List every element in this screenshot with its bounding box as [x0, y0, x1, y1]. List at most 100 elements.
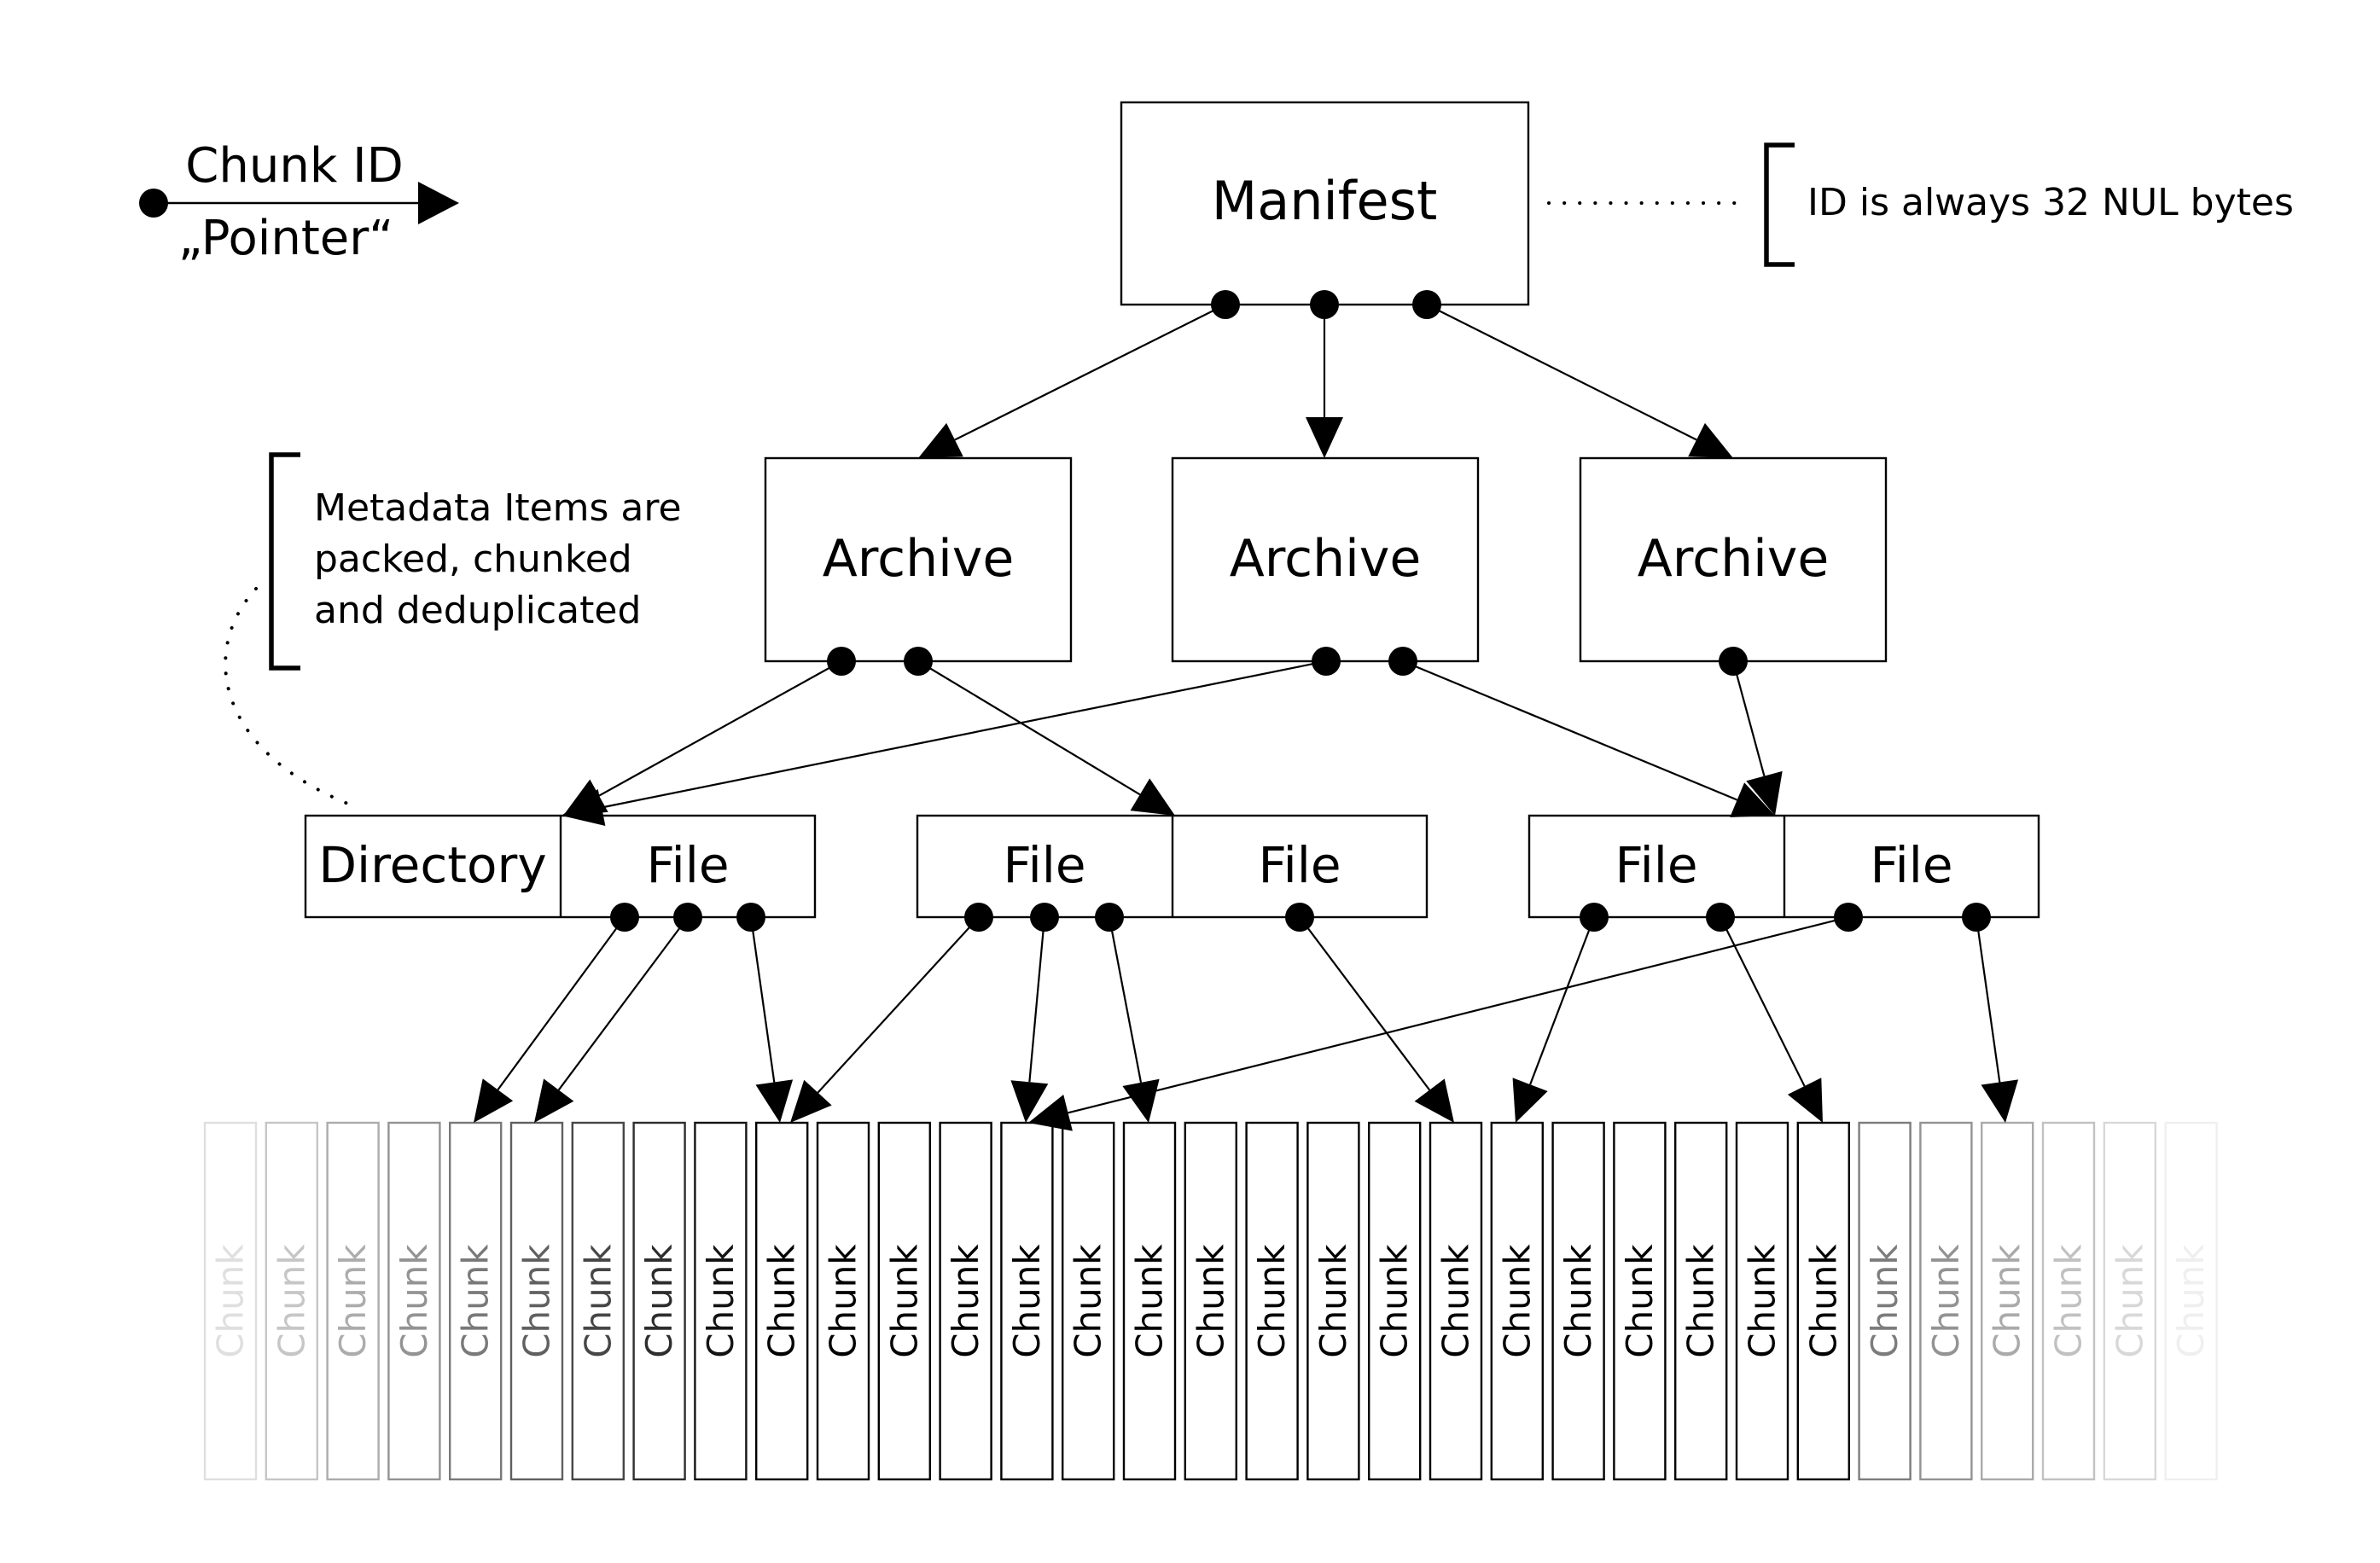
chunk-label: Chunk: [1619, 1244, 1661, 1358]
chunk-label: Chunk: [1374, 1244, 1416, 1358]
chunk-box: [1061, 1121, 1115, 1481]
chunk-label: Chunk: [271, 1244, 312, 1358]
chunk: Chunk: [1735, 1121, 1789, 1481]
chunk: Chunk: [509, 1121, 564, 1481]
manifest-node: Manifest: [1120, 101, 1530, 306]
chunk-label: Chunk: [1129, 1244, 1171, 1358]
chunk: Chunk: [632, 1121, 686, 1481]
arrowhead: [1981, 1079, 2019, 1123]
pointer-source-dot: [904, 647, 933, 676]
chunk-label: Chunk: [1742, 1244, 1784, 1358]
chunk-label: Chunk: [1864, 1244, 1906, 1358]
chunk-box: [1122, 1121, 1177, 1481]
chunk: Chunk: [2041, 1121, 2096, 1481]
chunk: Chunk: [1429, 1121, 1483, 1481]
chunk: Chunk: [1980, 1121, 2034, 1481]
pointer-edge: [1975, 916, 2019, 1123]
chunk-label: Chunk: [516, 1244, 558, 1358]
chunk-box: [2164, 1121, 2218, 1481]
chunk: Chunk: [265, 1121, 318, 1481]
archive-box-2: [1171, 456, 1480, 663]
file-label-5: File: [1870, 836, 1952, 894]
archive-box-3: [1579, 456, 1888, 663]
chunk-label: Chunk: [2109, 1244, 2150, 1358]
pointer-source-dot: [1412, 290, 1441, 319]
chunk: Chunk: [1613, 1121, 1667, 1481]
arrowhead: [1730, 782, 1775, 817]
pointer-edge: [1299, 916, 1454, 1123]
arrowhead: [1414, 1078, 1454, 1123]
chunk-box: [1551, 1121, 1605, 1481]
chunk: Chunk: [1306, 1121, 1360, 1481]
pointer-edge: [1512, 916, 1596, 1123]
chunk-label: Chunk: [1496, 1244, 1538, 1358]
archive-label-3: Archive: [1638, 529, 1830, 589]
pointer-source-dot: [1285, 903, 1314, 932]
arrowhead: [1746, 770, 1783, 816]
chunk-box: [387, 1121, 441, 1481]
pointer-source-dot: [1580, 903, 1609, 932]
arrowhead: [1306, 417, 1343, 458]
arrowhead: [918, 422, 963, 458]
chunk: Chunk: [1551, 1121, 1605, 1481]
chunk: Chunk: [939, 1121, 992, 1481]
chunk-box: [816, 1121, 870, 1481]
chunk-label: Chunk: [638, 1244, 680, 1358]
pointer-edge: [1306, 305, 1343, 458]
file-label-1: File: [646, 836, 729, 894]
chunk-label: Chunk: [1006, 1244, 1048, 1358]
file-label-3: File: [1258, 836, 1341, 894]
chunk: Chunk: [1122, 1121, 1177, 1481]
chunk-box: [571, 1121, 625, 1481]
chunk-box: [1980, 1121, 2034, 1481]
pointer-source-dot: [1095, 903, 1124, 932]
chunk-box: [326, 1121, 380, 1481]
pointer-edge: [1028, 915, 1849, 1131]
arrowhead: [790, 1079, 832, 1123]
pointer-edge: [749, 916, 794, 1123]
pointer-edge: [1108, 916, 1160, 1123]
pointer-edge: [1402, 659, 1775, 817]
arrowhead: [1688, 422, 1733, 458]
chunk-label: Chunk: [332, 1244, 374, 1358]
chunk-box: [203, 1121, 258, 1481]
pointer-arrowhead: [418, 182, 459, 224]
chunk-box: [1367, 1121, 1422, 1481]
manifest-note-bracket: [1764, 142, 1795, 267]
chunk-box: [2103, 1121, 2157, 1481]
pointer-edge: [563, 660, 842, 816]
pointer-source-dot: [1388, 647, 1417, 676]
metadata-note-line-2: packed, chunked: [314, 537, 632, 581]
chunk-label: Chunk: [455, 1244, 497, 1358]
pointer-edge: [1731, 660, 1783, 816]
chunk: Chunk: [694, 1121, 748, 1481]
arrowhead: [534, 1078, 574, 1123]
arrowhead: [1028, 1094, 1073, 1131]
chunk-box: [1490, 1121, 1545, 1481]
pointer-source-dot: [1310, 290, 1339, 319]
arrowhead: [755, 1079, 794, 1123]
file-label-4: File: [1615, 836, 1697, 894]
pointer-source-dot: [1719, 647, 1748, 676]
archive-node-2: Archive: [1171, 456, 1480, 663]
arrowhead: [562, 788, 606, 827]
pointer-edge: [474, 916, 626, 1123]
pointer-edge: [1426, 304, 1733, 458]
pointer-source-dot: [1834, 903, 1863, 932]
chunk: Chunk: [326, 1121, 380, 1481]
chunk-box: [694, 1121, 748, 1481]
manifest-note: ID is always 32 NUL bytes: [1807, 181, 2294, 224]
pointer-edge: [790, 916, 980, 1123]
metadata-note-line-3: and deduplicated: [314, 589, 641, 632]
chunk-label: Chunk: [761, 1244, 803, 1358]
item-group-2: File File: [916, 814, 1429, 919]
chunk: Chunk: [816, 1121, 870, 1481]
chunk-label: Chunk: [393, 1244, 435, 1358]
file-label-2: File: [1003, 836, 1085, 894]
chunk: Chunk: [2103, 1121, 2157, 1481]
chunk-box: [1796, 1121, 1851, 1481]
chunk-box: [265, 1121, 318, 1481]
pointer-edges: [474, 290, 2019, 1131]
chunk: Chunk: [387, 1121, 441, 1481]
